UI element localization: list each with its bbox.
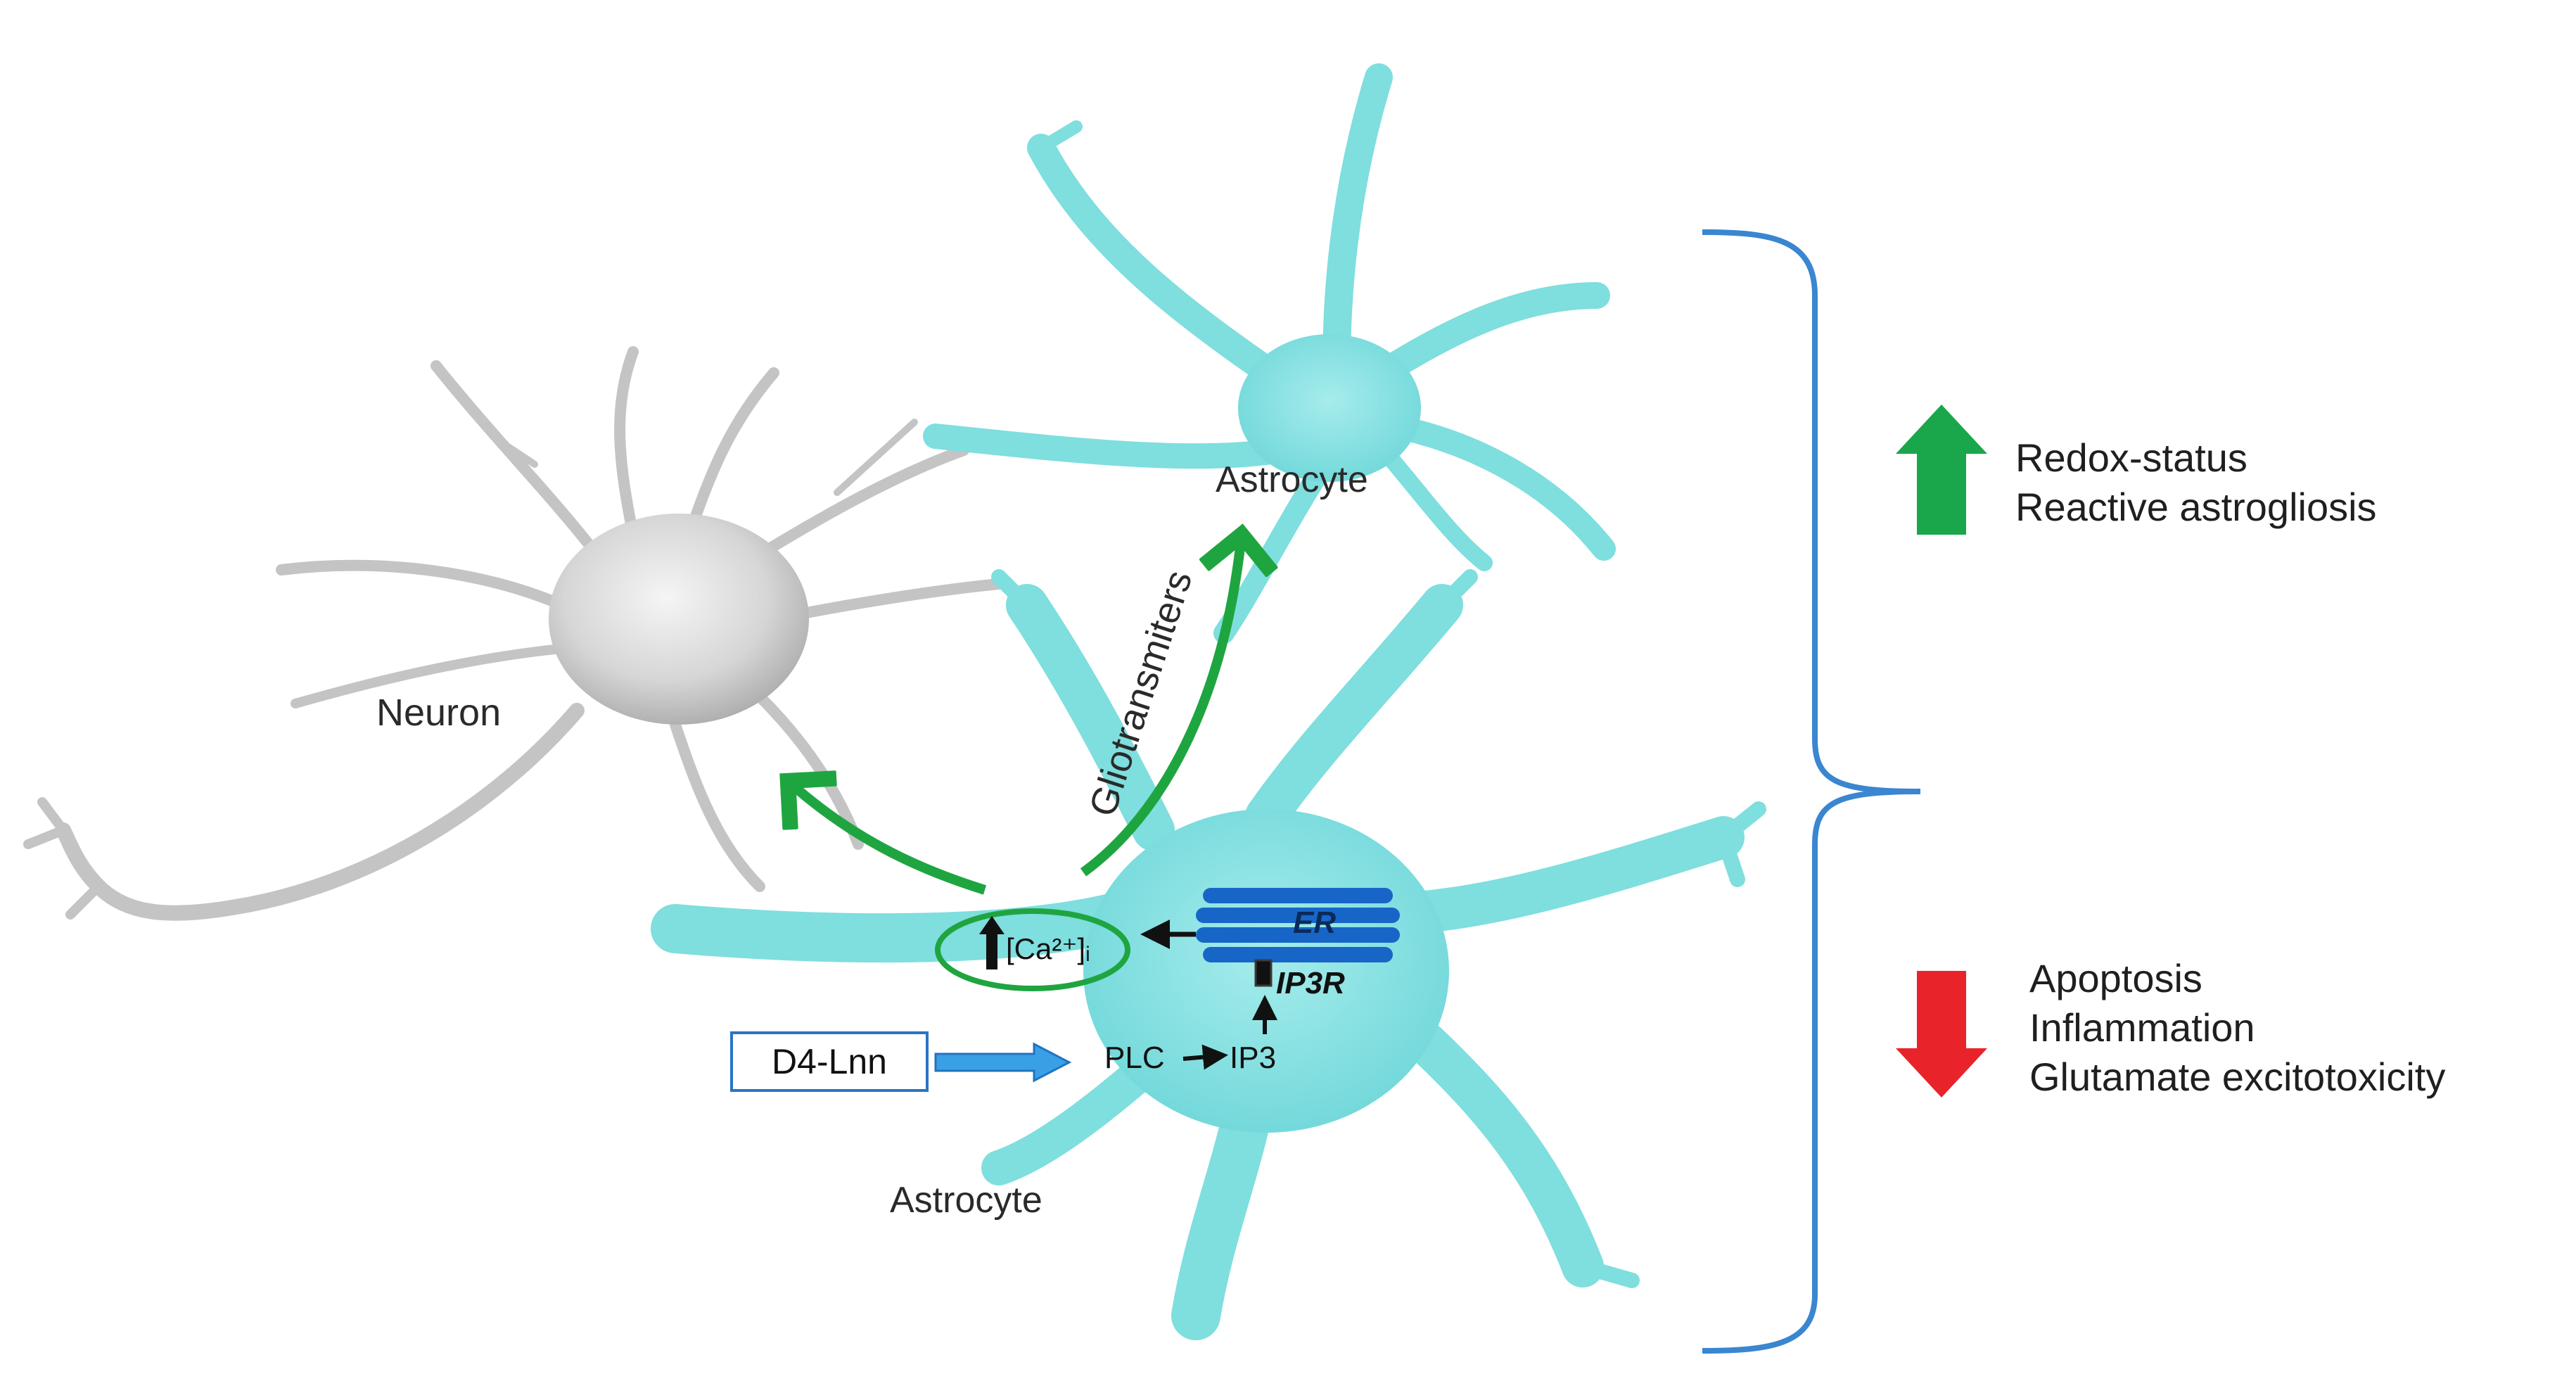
- astrocyte-bottom-label: Astrocyte: [890, 1180, 1042, 1221]
- neuron-soma: [549, 514, 809, 725]
- ip3r-label: IP3R: [1276, 966, 1345, 1000]
- increased-effect-1: Redox-status: [2015, 435, 2247, 480]
- up-arrow-icon: [1896, 405, 1987, 535]
- calcium-highlight: [935, 908, 1130, 991]
- d4lnn-arrow: [934, 1042, 1072, 1083]
- decreased-effect-2: Inflammation: [2029, 1005, 2255, 1050]
- neuron-label: Neuron: [376, 692, 502, 734]
- decreased-effect-1: Apoptosis: [2029, 956, 2202, 1000]
- endoplasmic-reticulum: [1196, 888, 1400, 962]
- effects-bracket: [1702, 229, 1921, 1354]
- astrocyte-top-soma: [1238, 334, 1421, 482]
- increased-effect-2: Reactive astrogliosis: [2015, 485, 2377, 529]
- neuron-cell: [23, 346, 1005, 921]
- ip3-label: IP3: [1230, 1041, 1277, 1075]
- d4-lnn-label: D4-Lnn: [772, 1042, 887, 1081]
- decreased-effect-3: Glutamate excitotoxicity: [2029, 1055, 2446, 1099]
- er-label: ER: [1293, 905, 1337, 940]
- arrow-to-neuron: [788, 781, 987, 895]
- calcium-label: [Ca²⁺]ᵢ: [1006, 932, 1090, 965]
- d4-lnn-box: D4-Lnn: [730, 1031, 929, 1092]
- plc-to-ip3-arrow: [1182, 1044, 1228, 1070]
- down-arrow-icon: [1896, 971, 1987, 1098]
- ip3r-channel: [1254, 959, 1273, 987]
- plc-label: PLC: [1104, 1041, 1165, 1075]
- gliotransmitter-arrow: [1080, 535, 1242, 877]
- astrocyte-top-label: Astrocyte: [1216, 459, 1368, 500]
- calcium-up-icon: [979, 916, 1005, 969]
